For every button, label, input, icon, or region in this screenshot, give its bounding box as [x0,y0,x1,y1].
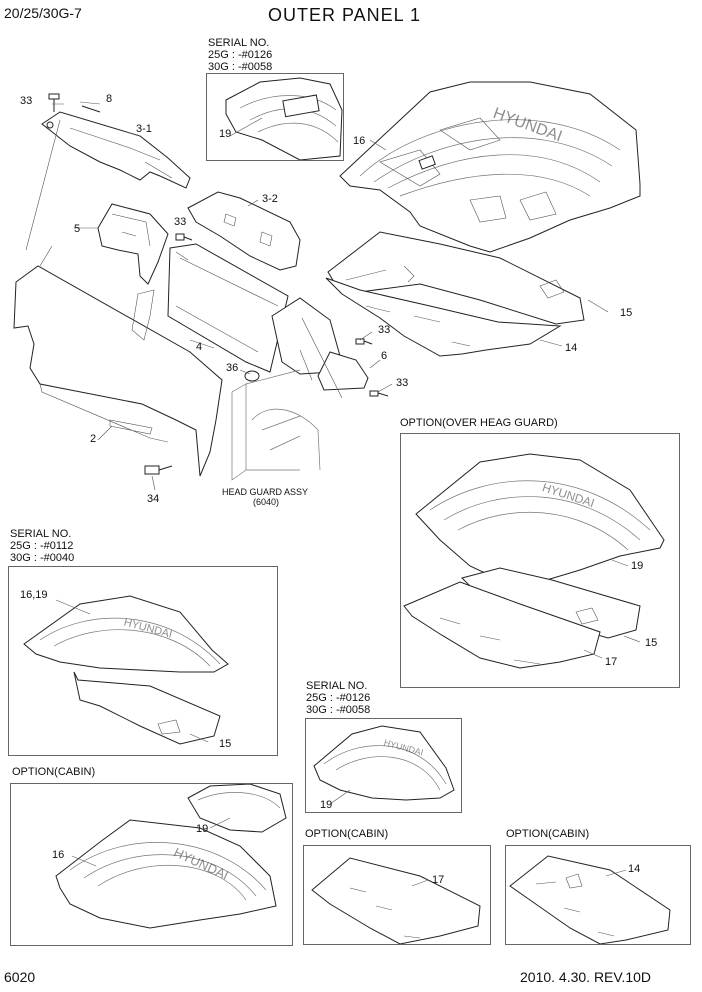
option-ohg-box [400,433,680,688]
callout-8: 8 [106,93,113,105]
serial-top-heading: SERIAL NO. [208,37,270,49]
serial-box-top [206,73,344,161]
floor-mat-16 [339,81,641,253]
cabin-mat-19 [187,783,287,833]
callout-3-1: 3-1 [136,123,152,135]
floor-mat-14 [325,277,562,357]
callout-ohg-17: 17 [605,656,618,668]
cover-3-1 [41,111,191,189]
callout-33-b: 33 [174,216,187,228]
head-guard-ref: (6040) [253,497,280,507]
callout-ohg-15: 15 [645,637,658,649]
serial-top-line2: 30G : -#0058 [208,61,273,73]
option-cabin-left-box [10,783,293,946]
mid-mat-19 [313,725,455,801]
serial-box-left [8,566,278,756]
panel-4 [167,243,289,373]
bracket-6 [317,351,369,391]
callout-mid-19: 19 [320,799,333,811]
option-cabin-mid-box [303,845,491,945]
callout-16: 16 [353,135,366,147]
bolt-33-top [48,93,60,112]
page-title: OUTER PANEL 1 [268,5,422,25]
callout-15: 15 [620,307,633,319]
callout-cabin-14: 14 [628,863,641,875]
revision-date: 2010. 4.30. REV.10D [520,969,652,985]
serial-mid-line1: 25G : -#0126 [306,692,371,704]
pin-8 [81,105,101,113]
callout-4: 4 [196,341,203,353]
option-ohg-heading: OPTION(OVER HEAG GUARD) [400,417,558,429]
left-mat-16-19 [23,595,229,673]
callout-19-top: 19 [219,128,232,140]
serial-box-mid [305,718,462,813]
serial-left-line1: 25G : -#0112 [10,540,74,552]
cabin-mat-16 [55,819,277,929]
option-cabin-left-heading: OPTION(CABIN) [12,766,96,778]
cover-3-2 [187,191,301,271]
callout-3-2: 3-2 [262,193,278,205]
bracket-5 [97,203,169,285]
callout-cabin-17: 17 [432,874,445,886]
callout-33-c: 33 [378,324,391,336]
floor-mat-15 [327,231,585,325]
callout-33-d: 33 [396,377,409,389]
callout-2: 2 [90,433,97,445]
option-cabin-mid-heading: OPTION(CABIN) [305,828,389,840]
serial-top-line1: 25G : -#0126 [208,49,273,61]
option-ohg-mat-19 [415,453,665,583]
callout-left-16-19: 16,19 [20,589,48,601]
callout-36: 36 [226,362,239,374]
option-cabin-right-box [505,845,691,945]
model-number: 20/25/30G-7 [4,5,82,21]
left-mat-15 [73,671,221,745]
option-ohg-mat-17 [403,581,601,669]
cabin-mat-17 [311,857,481,945]
page-number: 6020 [4,969,36,985]
serial-left-heading: SERIAL NO. [10,528,72,540]
callout-5: 5 [74,223,81,235]
bolt-33-right-a [355,338,373,345]
serial-left-line2: 30G : -#0040 [10,552,75,564]
bolt-34 [144,465,173,475]
option-cabin-right-heading: OPTION(CABIN) [506,828,590,840]
bolt-33-mid [175,233,193,241]
serial-mid-heading: SERIAL NO. [306,680,368,692]
callout-6: 6 [381,350,388,362]
callout-left-15: 15 [219,738,232,750]
head-guard-assy [231,369,321,481]
head-guard-label: HEAD GUARD ASSY [222,487,309,497]
serial-mid-line2: 30G : -#0058 [306,704,371,716]
callout-cabin-16: 16 [52,849,65,861]
callout-ohg-19: 19 [631,560,644,572]
side-panel-2 [13,265,223,477]
callout-33: 33 [20,95,33,107]
callout-14: 14 [565,342,578,354]
callout-34: 34 [147,493,160,505]
bolt-33-right-b [369,390,389,397]
cabin-mat-14 [509,855,671,945]
callout-cabin-19: 19 [196,823,209,835]
grommet-36 [244,370,260,382]
